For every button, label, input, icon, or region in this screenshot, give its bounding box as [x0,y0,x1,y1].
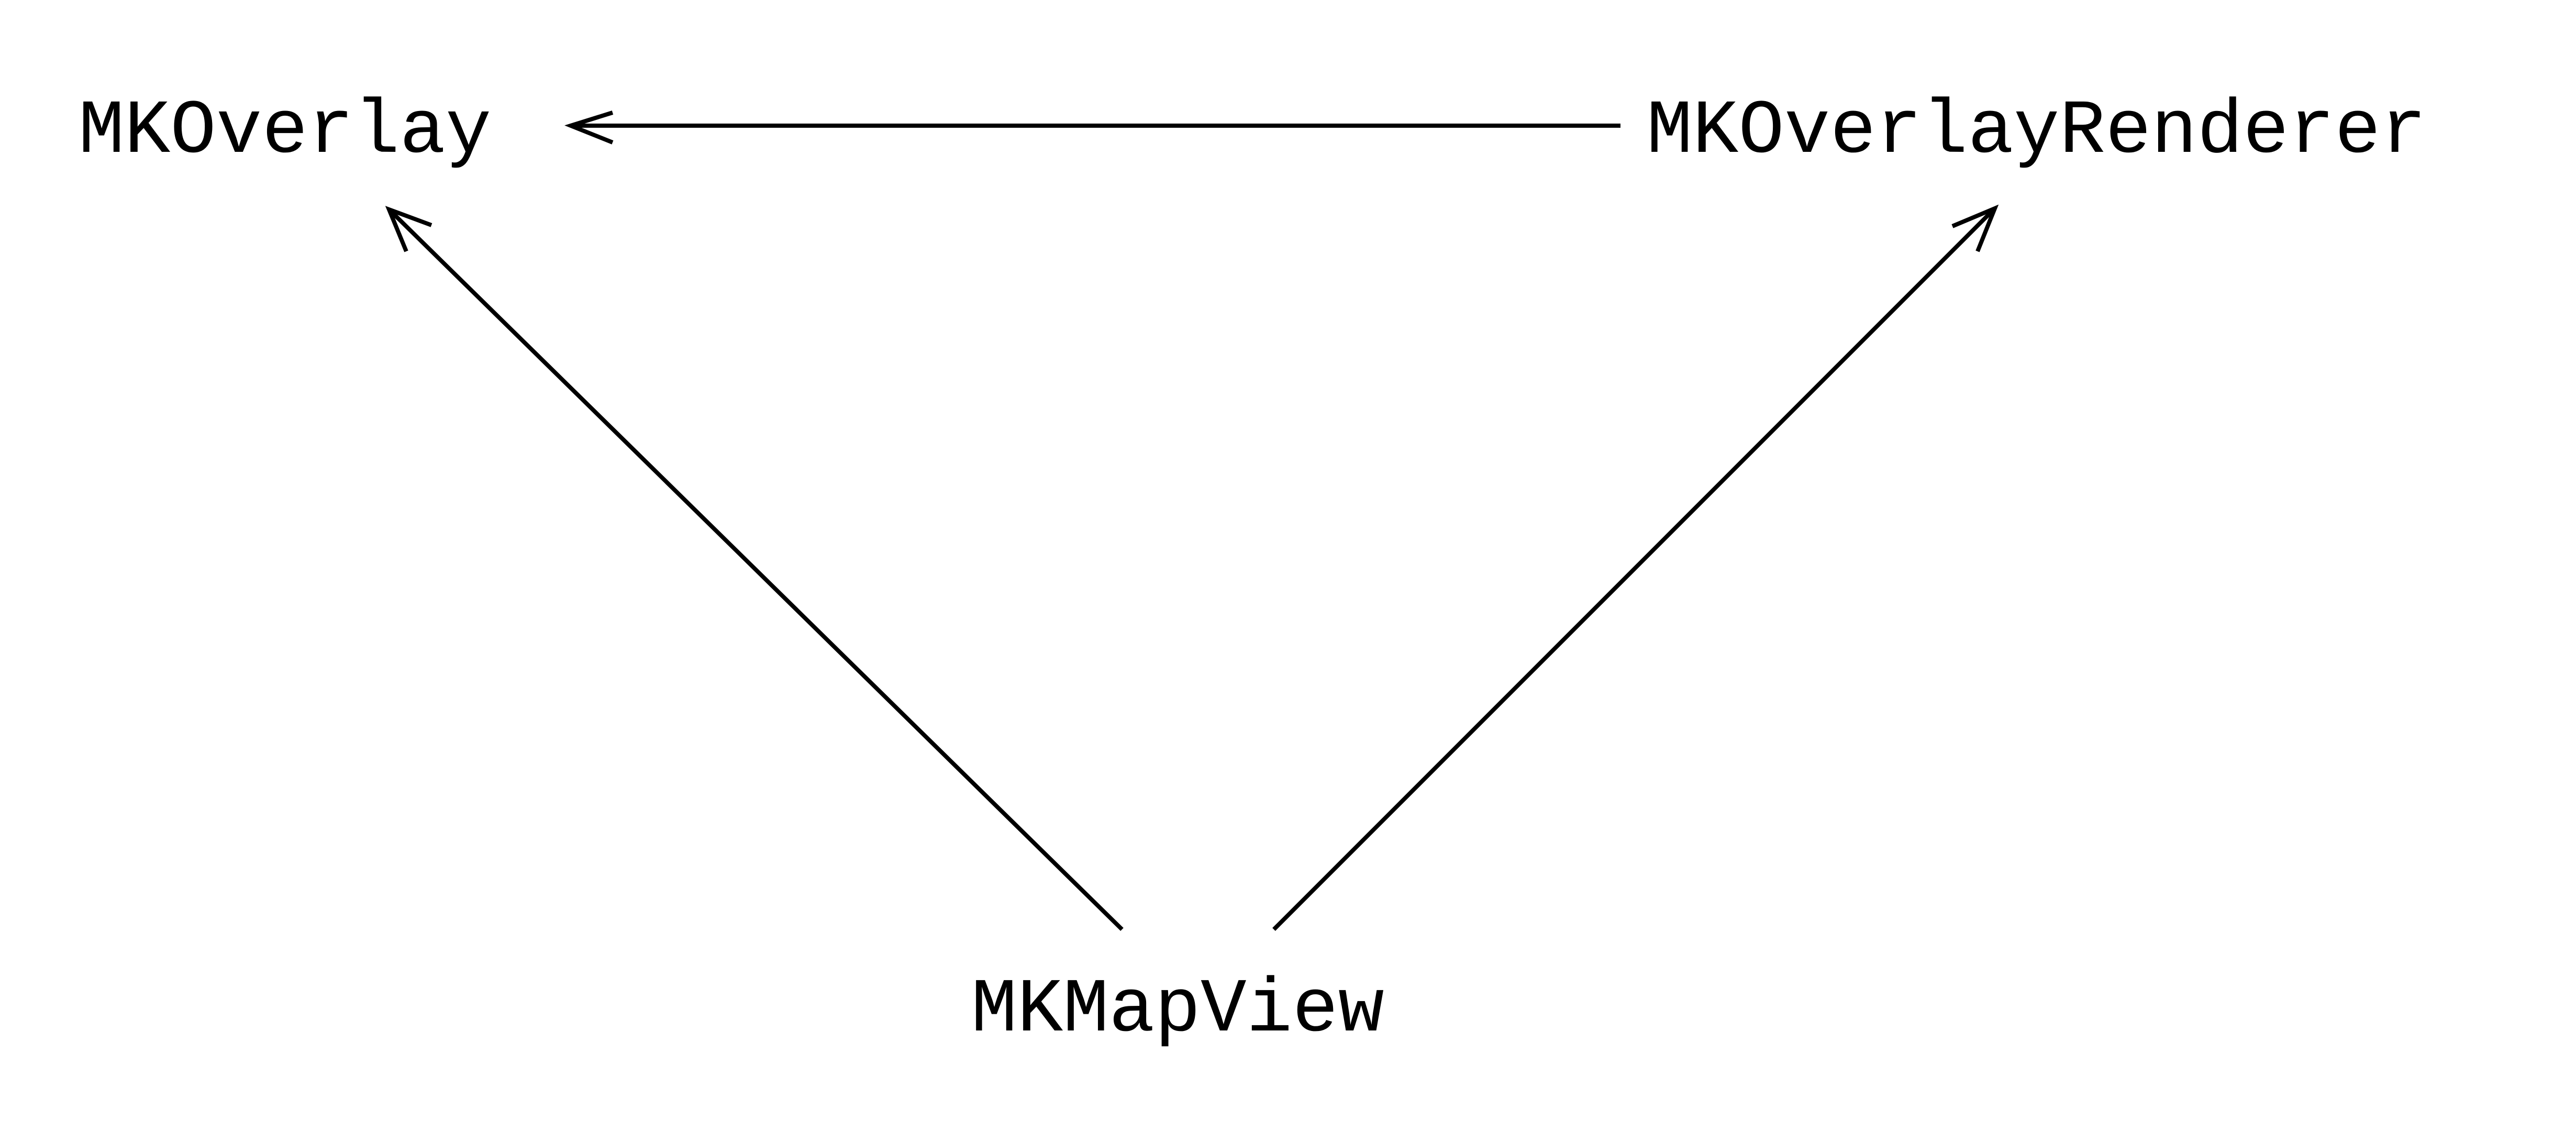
edge-mapview-to-renderer [1272,204,1999,931]
edge-renderer-to-overlay [564,110,1620,145]
edge-mapview-to-overlay [385,206,1124,931]
edge-mapview-to-overlay-arrowhead [385,206,432,252]
node-mkoverlay: MKOverlay [79,88,492,175]
edge-mapview-to-renderer-line [1272,207,1996,931]
node-mkmapview: MKMapView [971,967,1384,1054]
edge-mapview-to-renderer-arrowhead [1951,204,1999,252]
edge-mapview-to-overlay-line [387,208,1124,931]
node-mkoverlayrenderer: MKOverlayRenderer [1647,88,2426,175]
edge-renderer-to-overlay-arrowhead [564,110,614,145]
